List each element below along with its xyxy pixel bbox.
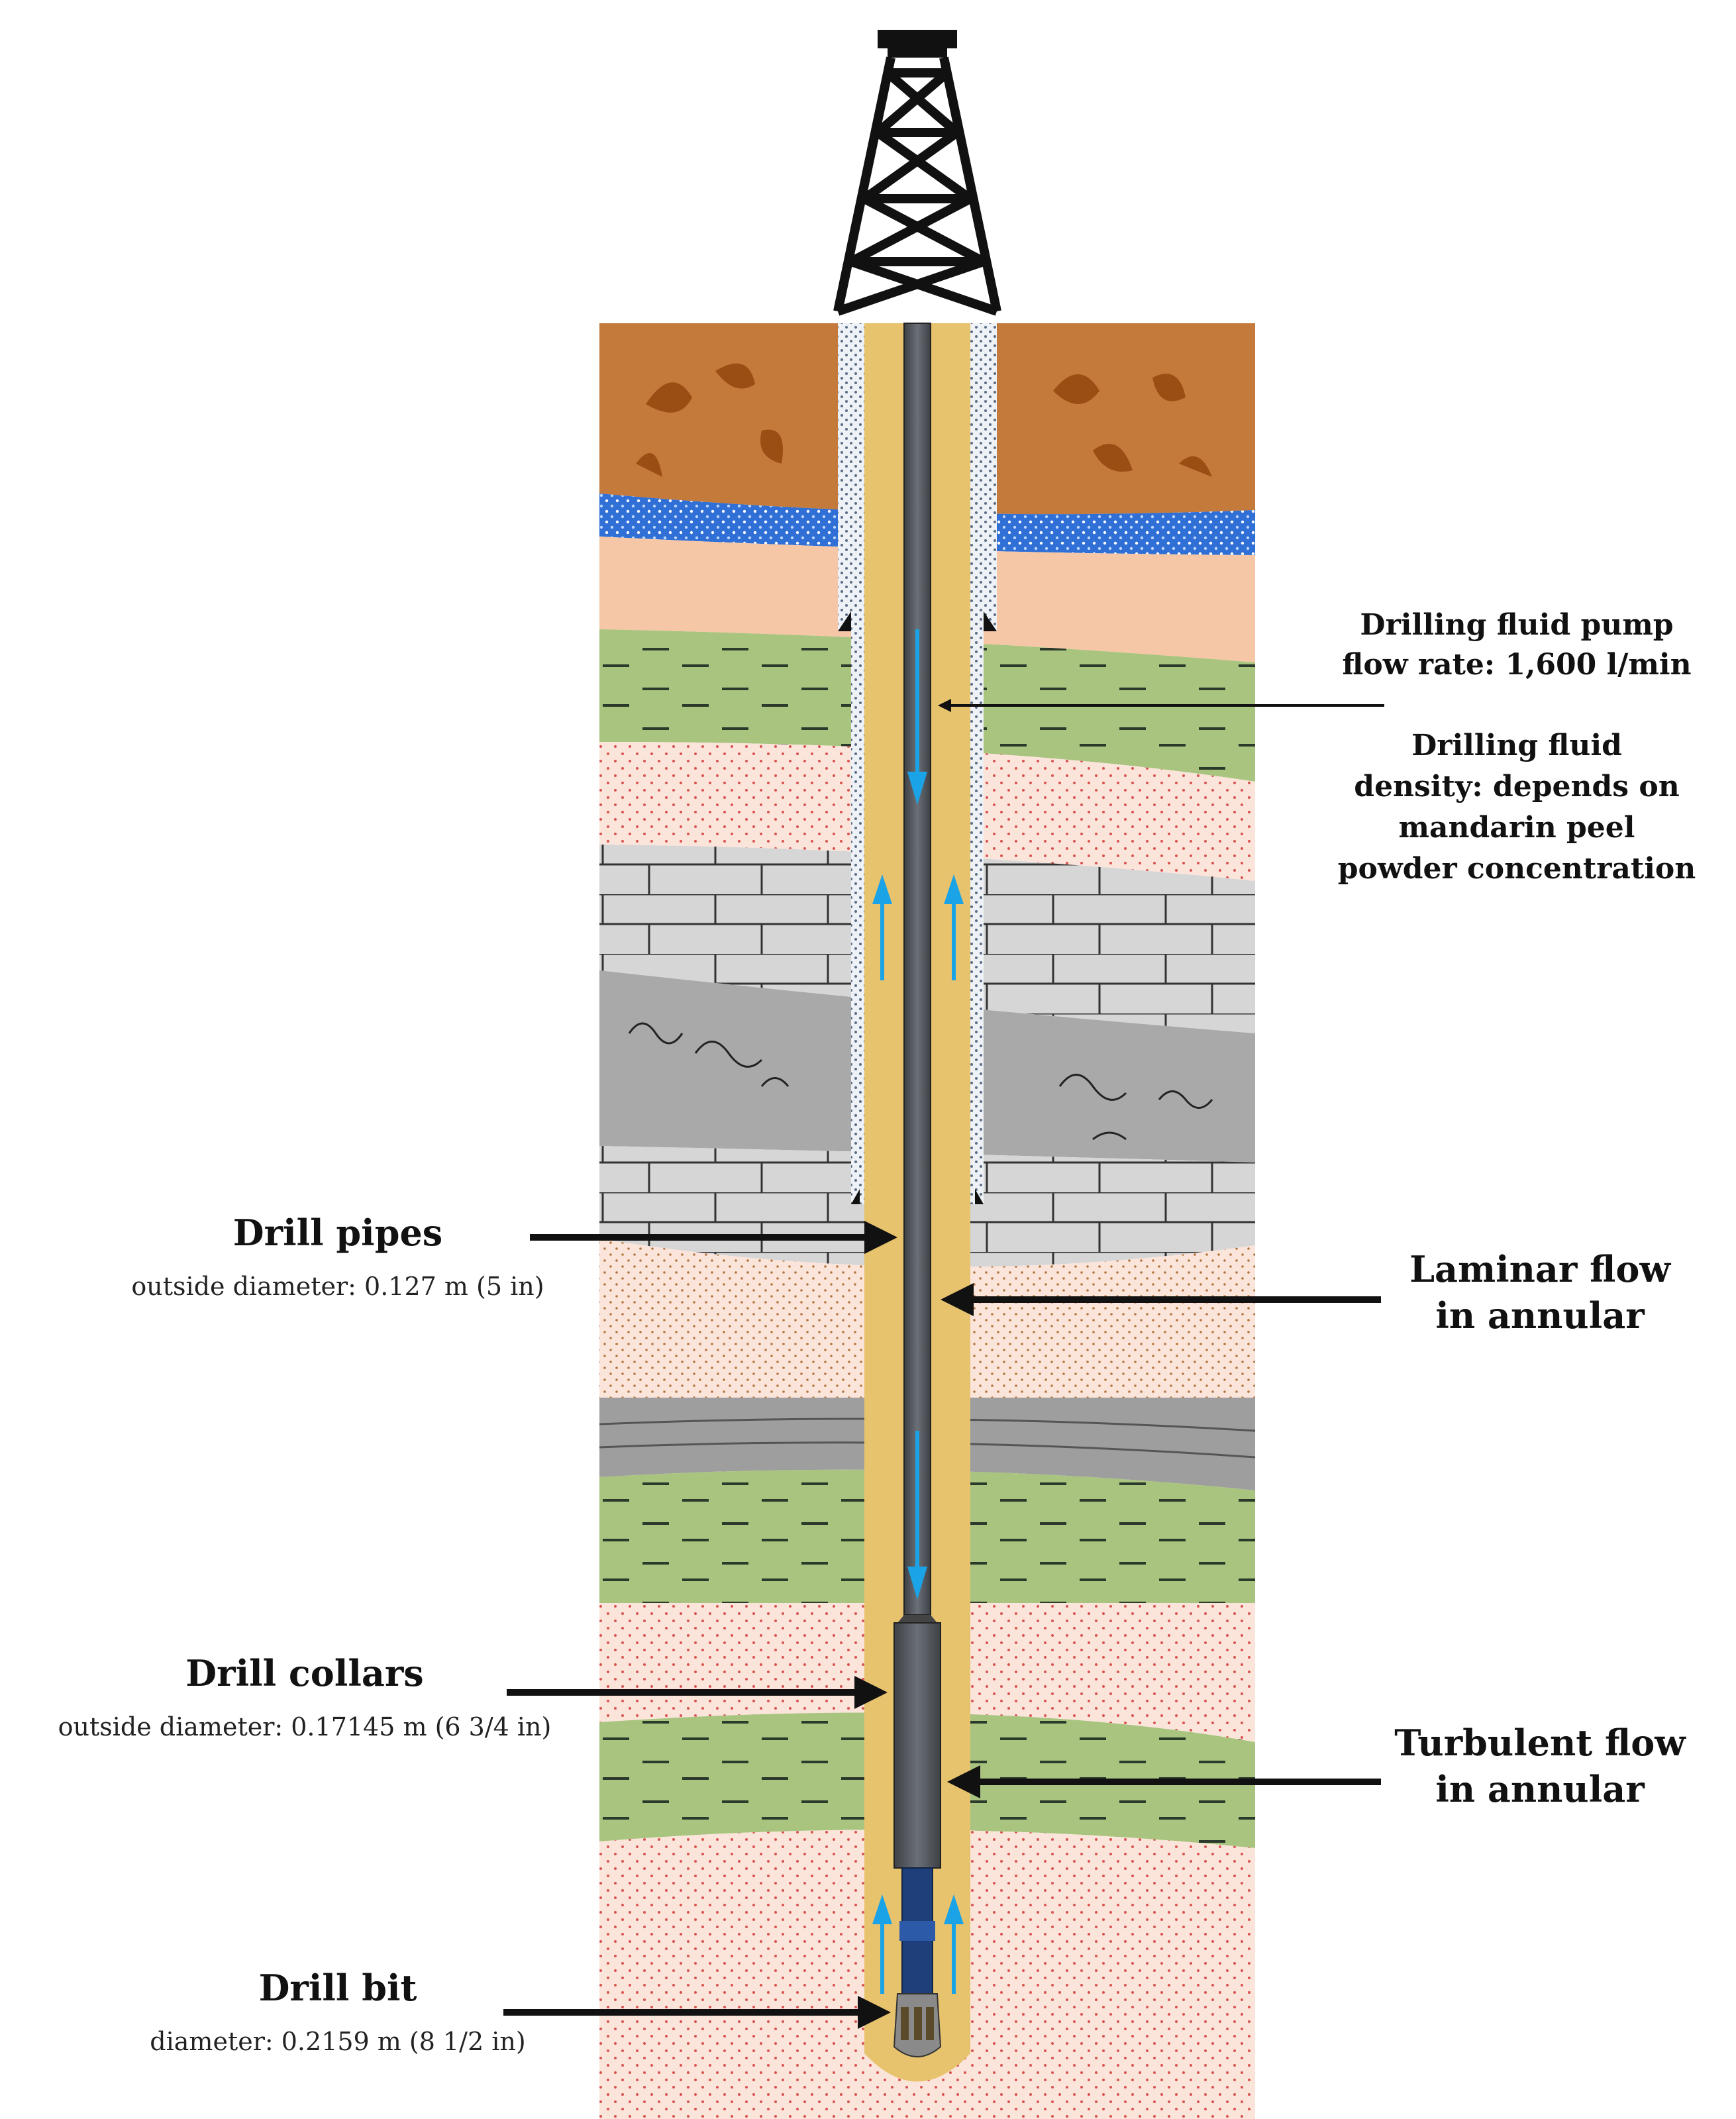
flow-arrows: [872, 629, 964, 1994]
derrick-icon: [833, 30, 1001, 316]
label-laminar-line2: in annular: [1435, 1294, 1645, 1337]
label-drill-collars-od: outside diameter: 0.17145 m (6 3/4 in): [58, 1712, 552, 1741]
drill-pipe: [903, 323, 931, 1616]
up-flow-arrow-annulus-left-lower: [872, 1894, 892, 1994]
label-pump-line2: flow rate: 1,600 l/min: [1342, 648, 1691, 682]
labels: Drilling fluid pump flow rate: 1,600 l/m…: [58, 608, 1696, 2056]
up-flow-arrow-annulus-right-lower: [944, 1894, 964, 1994]
label-pump-line1: Drilling fluid pump: [1360, 608, 1673, 642]
callout-pointers: [503, 699, 1384, 2029]
label-drill-bit-d: diameter: 0.2159 m (8 1/2 in): [150, 2027, 525, 2056]
up-flow-arrow-annulus-right-upper: [944, 874, 964, 980]
label-turbulent-line1: Turbulent flow: [1394, 1722, 1686, 1764]
label-density-line1: Drilling fluid: [1411, 729, 1622, 762]
label-drill-bit-title: Drill bit: [259, 1967, 417, 2009]
label-drill-collars-title: Drill collars: [185, 1652, 423, 1694]
down-flow-arrow-upper: [907, 629, 927, 805]
label-density-line4: powder concentration: [1338, 852, 1696, 886]
up-flow-arrow-annulus-left-upper: [872, 874, 892, 980]
label-density-line3: mandarin peel: [1398, 811, 1635, 845]
label-drill-pipes-od: outside diameter: 0.127 m (5 in): [131, 1272, 544, 1301]
label-density-line2: density: depends on: [1354, 770, 1679, 803]
label-drill-pipes-title: Drill pipes: [233, 1212, 442, 1254]
borehole: [838, 323, 997, 2082]
drill-collars: [894, 1622, 941, 1869]
down-flow-arrow-lower: [907, 1431, 927, 1600]
label-turbulent-line2: in annular: [1435, 1768, 1645, 1810]
label-laminar-line1: Laminar flow: [1409, 1248, 1671, 1290]
